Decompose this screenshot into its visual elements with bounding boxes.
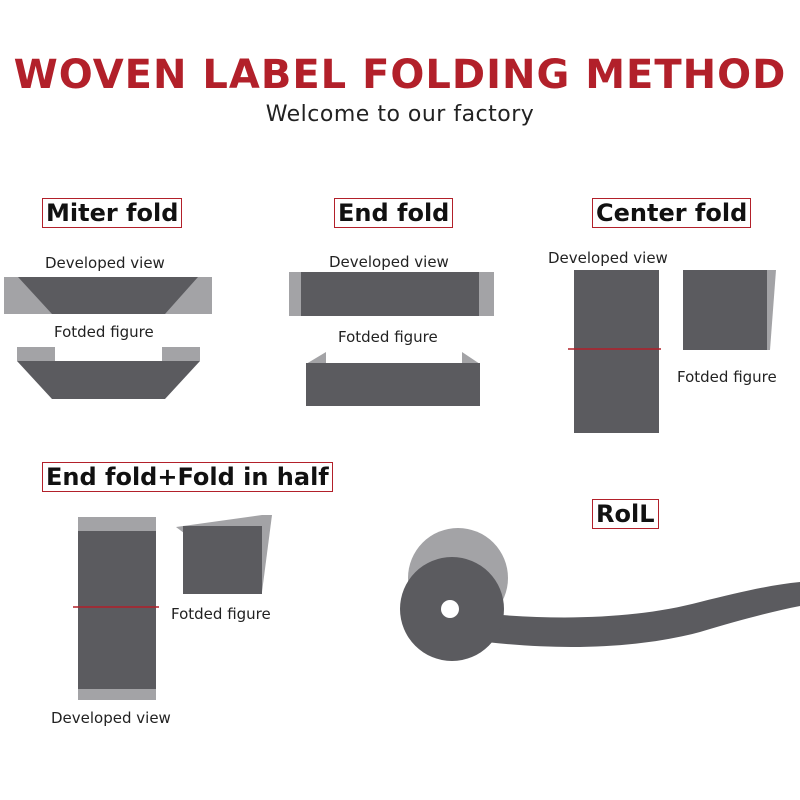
end-developed-figure (289, 272, 494, 316)
miter-fold-heading: Miter fold (42, 198, 183, 228)
miter-developed-figure (4, 277, 212, 314)
endhalf-developed-caption: Developed view (51, 709, 171, 727)
page-title: WOVEN LABEL FOLDING METHOD (13, 52, 787, 98)
center-fold-heading: Center fold (592, 198, 752, 228)
miter-developed-caption: Developed view (45, 254, 165, 272)
center-developed-figure (568, 270, 661, 433)
end-folded-caption: Fotded figure (338, 328, 438, 346)
center-developed-caption: Developed view (548, 249, 668, 267)
end-fold-heading: End fold (334, 198, 454, 228)
roll-heading: RolL (592, 499, 659, 529)
center-folded-caption: Fotded figure (677, 368, 777, 386)
endhalf-developed-figure (73, 517, 159, 700)
end-developed-caption: Developed view (329, 253, 449, 271)
miter-folded-caption: Fotded figure (54, 323, 154, 341)
endhalf-folded-figure (176, 515, 272, 594)
center-folded-figure (683, 270, 776, 350)
end-folded-figure (306, 352, 480, 406)
end-fold-half-heading: End fold+Fold in half (42, 462, 333, 492)
endhalf-folded-caption: Fotded figure (171, 605, 271, 623)
page-subtitle: Welcome to our factory (265, 102, 535, 127)
roll-figure (400, 528, 800, 661)
miter-folded-figure (17, 347, 200, 399)
